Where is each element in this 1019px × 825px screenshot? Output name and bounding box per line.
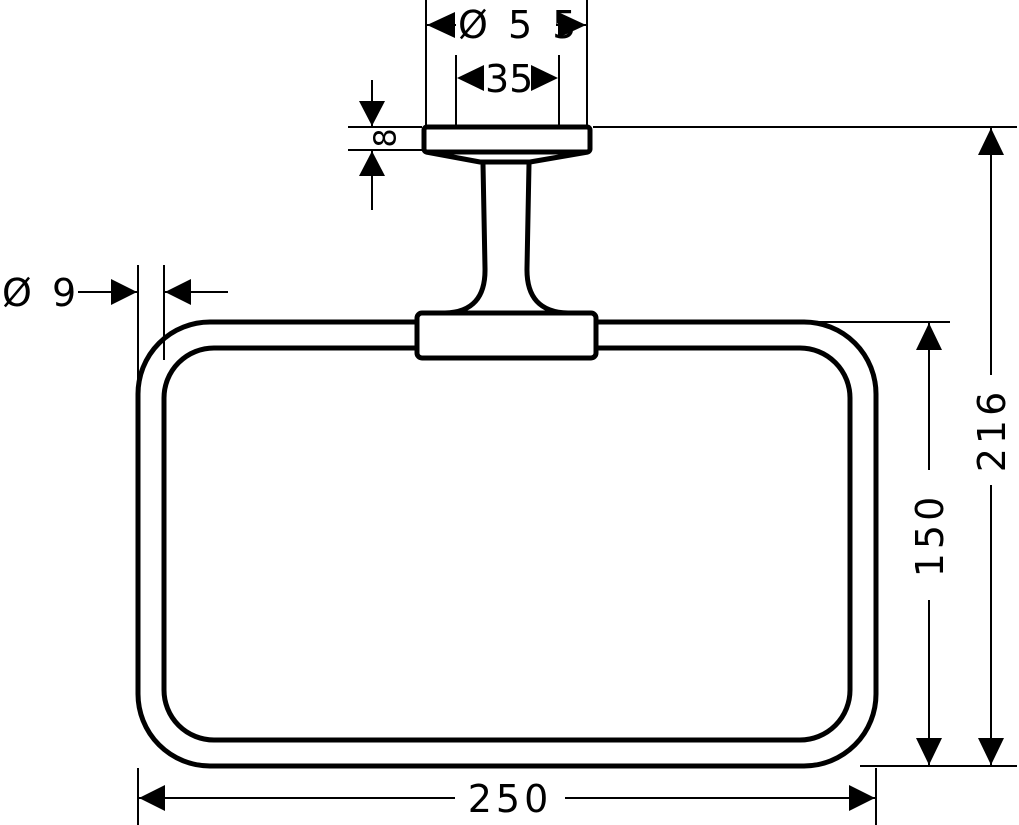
dim-total-width-label: 250	[468, 777, 553, 821]
dim-plate-thickness-label: 8	[369, 128, 404, 147]
dim-ring-height-label: 150	[908, 493, 952, 578]
inner-ring	[161, 345, 853, 743]
dim-tube-diameter-label: Ø 9	[2, 271, 80, 315]
dimension-plate-thickness: 8	[348, 80, 422, 210]
outer-ring	[135, 319, 879, 769]
plate-taper	[425, 149, 589, 165]
connector-block	[414, 310, 599, 361]
dimension-ring-height: 150	[810, 321, 952, 765]
dimension-inner-diameter: 35	[455, 55, 560, 125]
dim-mount-diameter-label: Ø 5 5	[458, 3, 580, 47]
dimension-tube-diameter: Ø 9	[2, 265, 228, 385]
stem	[444, 163, 569, 316]
dimension-total-height: 216	[593, 126, 1017, 767]
dimension-mount-diameter: Ø 5 5	[425, 0, 588, 125]
dim-inner-diameter-label: 35	[485, 57, 533, 101]
dimension-total-width: 250	[137, 768, 877, 825]
mount-plate	[421, 124, 593, 155]
dim-total-height-label: 216	[970, 388, 1014, 473]
